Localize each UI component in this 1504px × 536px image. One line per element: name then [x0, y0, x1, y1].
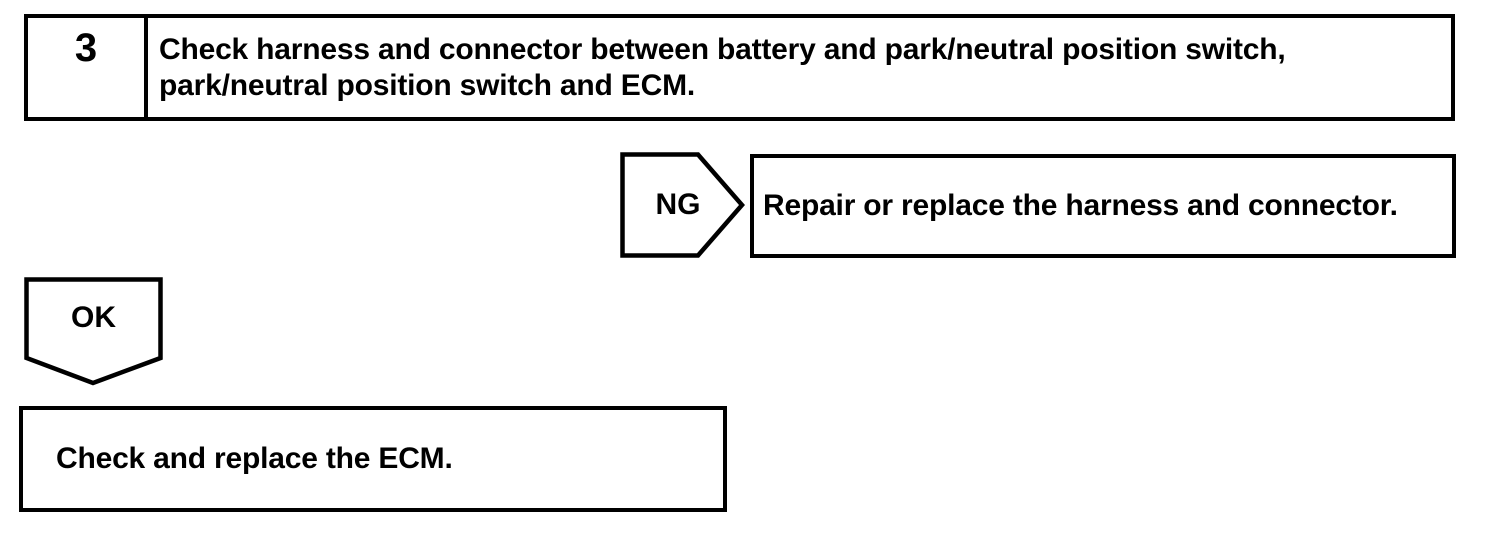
ng-pentagon-shape	[620, 152, 745, 258]
step-instruction: Check harness and connector between batt…	[148, 18, 1451, 117]
ok-action-box: Check and replace the ECM.	[19, 406, 727, 512]
ng-label: NG	[655, 188, 701, 221]
step-instruction-line1: Check harness and connector between batt…	[159, 32, 1286, 66]
ng-connector: NG	[620, 152, 745, 258]
ok-label: OK	[71, 301, 116, 334]
ng-action-text: Repair or replace the harness and connec…	[763, 189, 1398, 222]
step-number: 3	[28, 18, 148, 117]
ok-action-text: Check and replace the ECM.	[56, 442, 453, 475]
step-instruction-line2: park/neutral position switch and ECM.	[159, 68, 695, 102]
ok-pentagon-shape	[24, 277, 163, 386]
ng-action-box: Repair or replace the harness and connec…	[750, 154, 1456, 258]
step-box: 3 Check harness and connector between ba…	[24, 14, 1455, 121]
step-instruction-text: Check harness and connector between batt…	[159, 32, 1286, 104]
ok-connector: OK	[24, 277, 164, 387]
